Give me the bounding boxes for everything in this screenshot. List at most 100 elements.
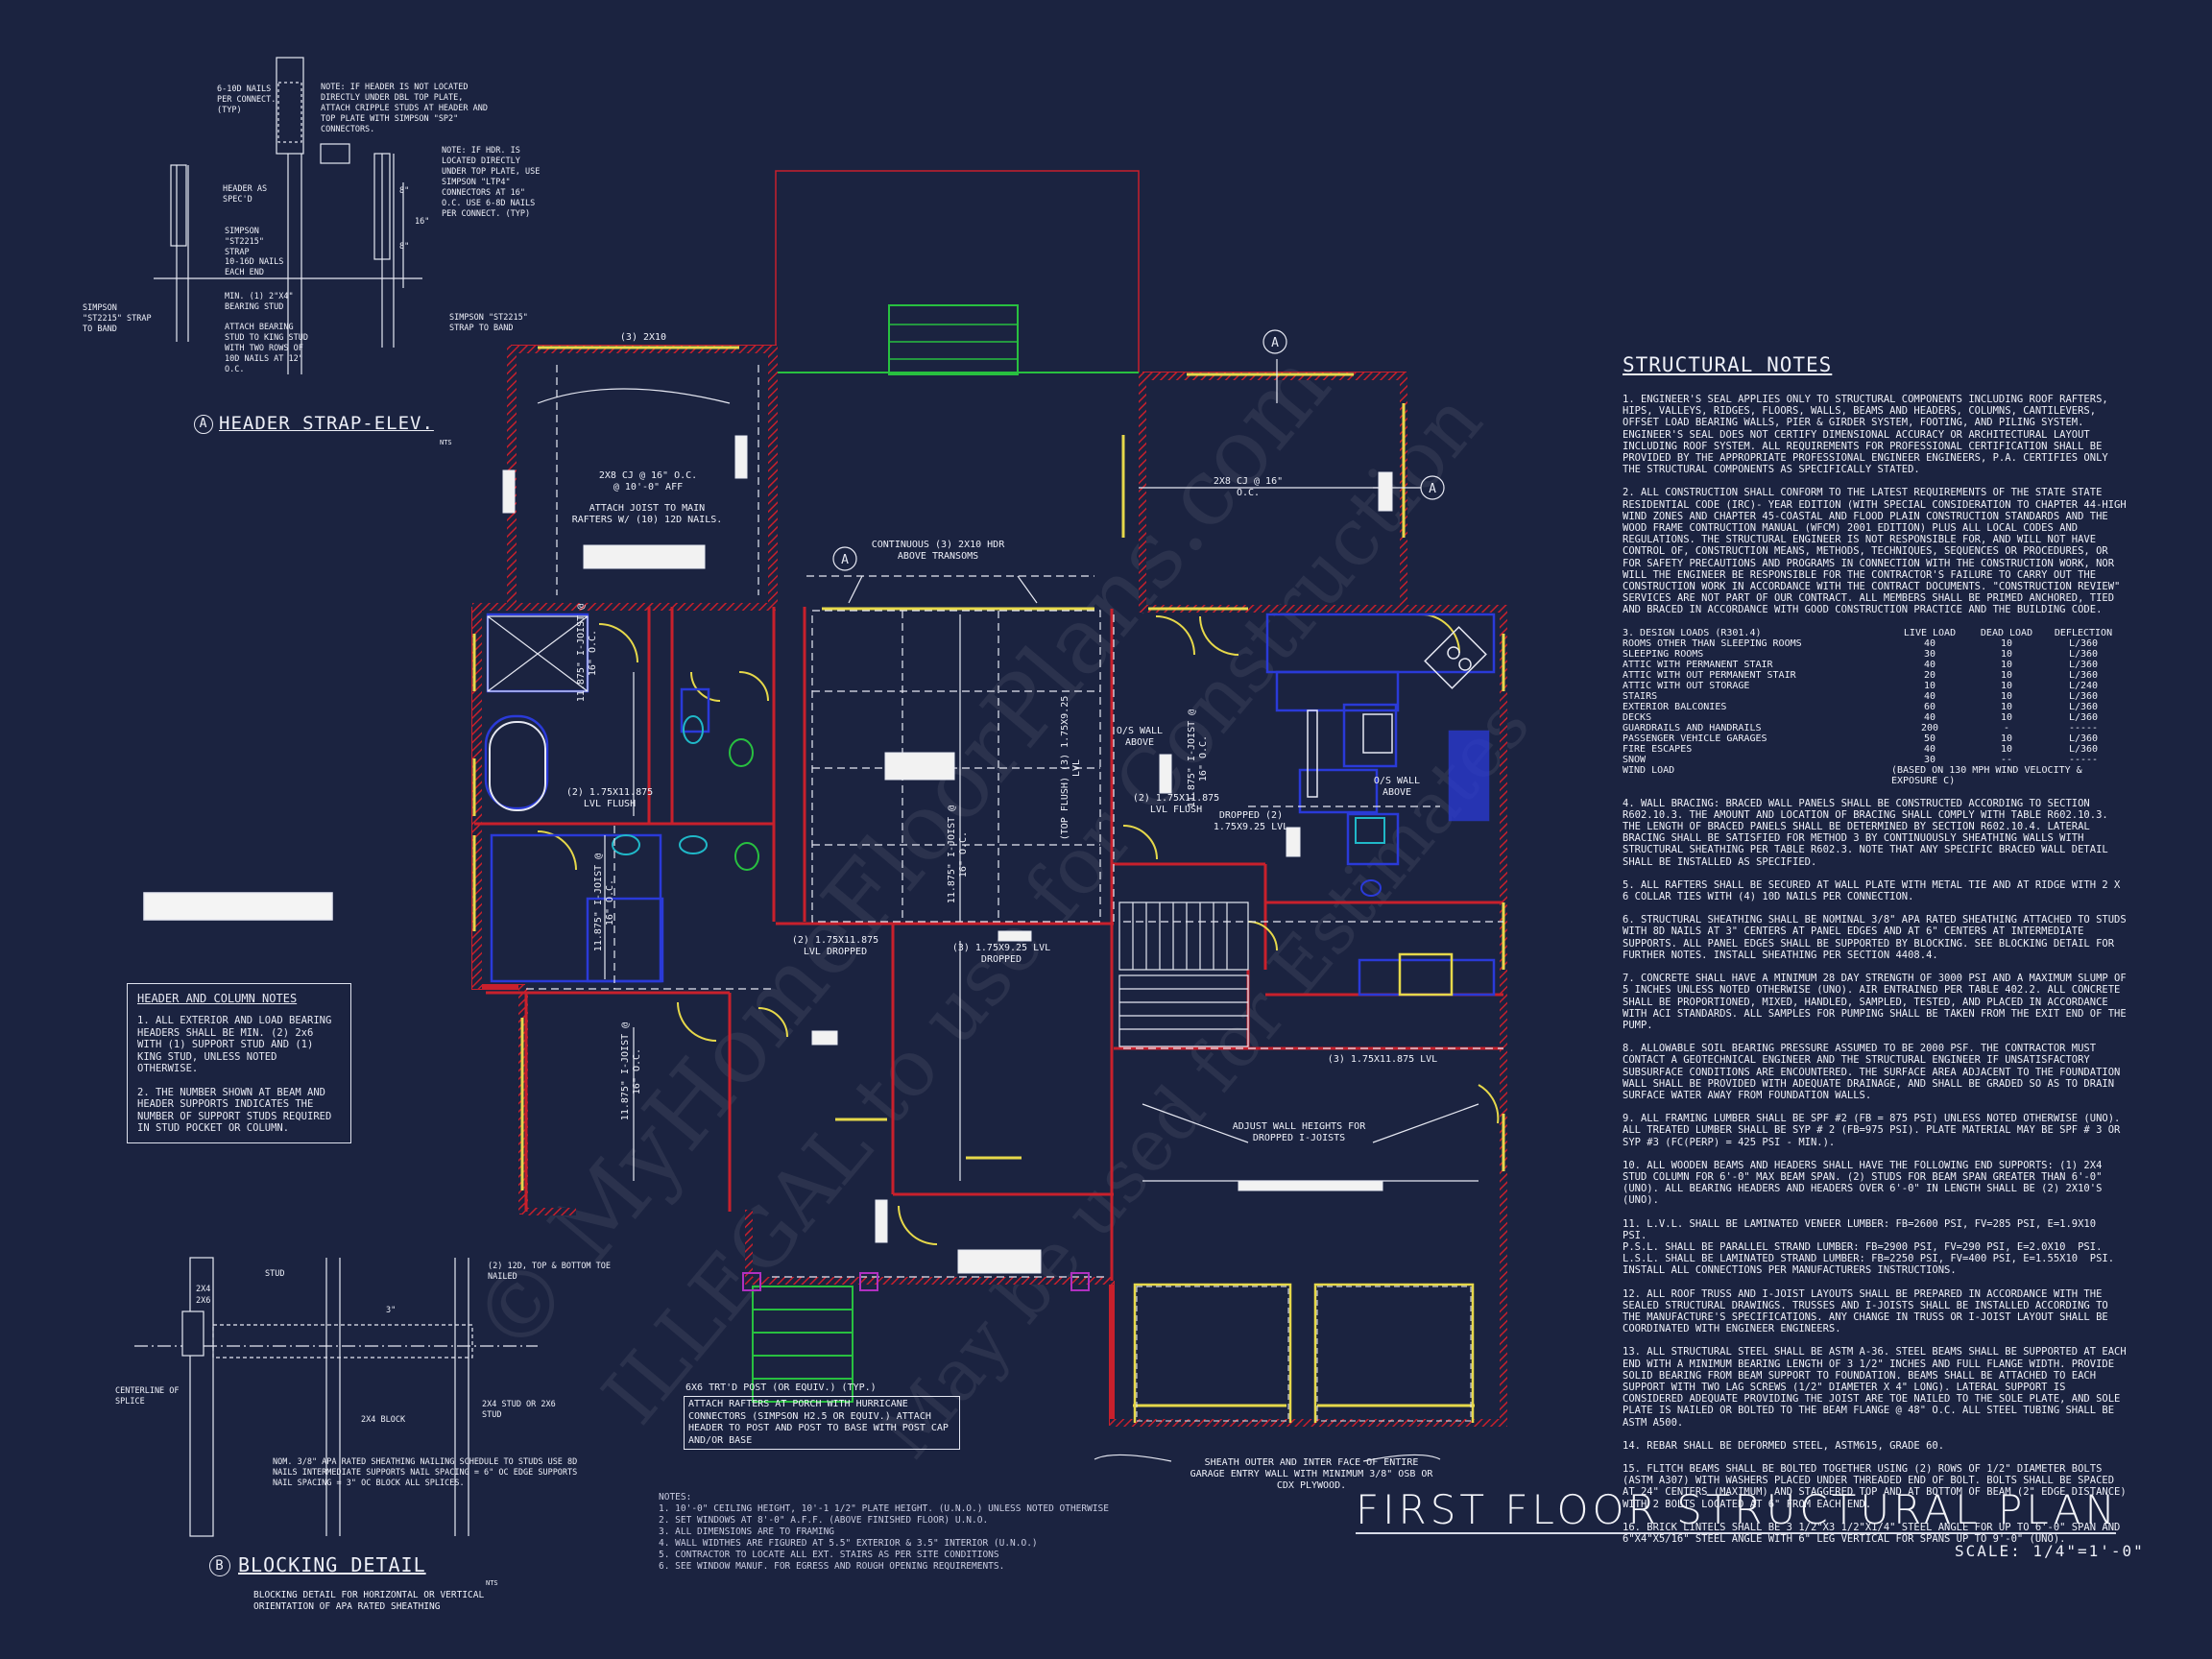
plan-label-cj-right: 2x8 CJ @ 16" O.C. [1213,476,1284,498]
design-load-value: 10 [2000,711,2013,723]
design-load-label: SNOW [1623,754,1647,765]
header-column-note-1: 1. ALL EXTERIOR AND LOAD BEARING HEADERS… [137,1015,332,1074]
header-detail-scale: NTS [440,439,452,446]
design-load-value: 200 [1920,722,1939,733]
blocking-detail-scale: NTS [486,1579,498,1587]
blocking-detail-title-text: BLOCKING DETAIL [238,1553,426,1576]
design-load-value: 10 [2000,637,2013,649]
design-load-value: 40 [1923,637,1936,649]
design-loads-table: 3. DESIGN LOADS (R301.4) LIVE LOAD DEAD … [1623,628,2122,786]
rear-deck [775,170,1140,375]
blocking-callout-2x4: 2x4 [196,1285,211,1294]
plan-label-lvl-dropped-b: (3) 1.75x9.25 LVL DROPPED [951,943,1051,965]
design-load-label: ROOMS OTHER THAN SLEEPING ROOMS [1623,637,1802,649]
header-callout-strap-band-left: SIMPSON "ST2215" STRAP TO BAND [83,303,152,334]
structural-note-14: 14. REBAR SHALL BE DEFORMED STEEL, ASTM6… [1623,1439,1945,1452]
plan-title: FIRST FLOOR STRUCTURAL PLAN [1356,1486,2119,1533]
design-load-value: L/360 [2068,690,2099,702]
porch-posts [742,1272,1090,1291]
design-load-value: 40 [1923,690,1936,702]
header-dim-1: 8" [399,186,410,196]
design-load-label: ATTIC WITH OUT PERMANENT STAIR [1623,669,1796,681]
general-note-5: 5. CONTRACTOR TO LOCATE ALL EXT. STAIRS … [659,1550,999,1560]
plan-label-hdr-2x10: (3) 2x10 [619,332,667,343]
blocking-detail-subtitle: BLOCKING DETAIL FOR HORIZONTAL OR VERTIC… [253,1590,485,1612]
plan-label-joist-center: 11.875" I-JOIST @ 16" O.C. [947,805,969,904]
design-load-value: 10 [1923,680,1936,691]
design-load-value: -- [2000,754,2013,765]
shower [487,615,589,692]
design-load-value: ----- [2068,754,2099,765]
blocking-callout-centerline: CENTERLINE OF SPLICE [115,1386,180,1407]
general-note-4: 4. WALL WIDTHES ARE FIGURED AT 5.5" EXTE… [659,1538,1038,1549]
design-load-value: L/240 [2068,680,2099,691]
general-note-3: 3. ALL DIMENSIONS ARE TO FRAMING [659,1527,835,1537]
structural-note-8: 8. ALLOWABLE SOIL BEARING PRESSURE ASSUM… [1623,1043,2127,1101]
stairs [1118,902,1249,1047]
wind-load-row: WIND LOAD (BASED ON 130 MPH WIND VELOCIT… [1623,765,2122,786]
section-markers: A A A [841,336,1436,567]
blocking-callout-nails: (2) 12d, TOP & BOTTOM TOE NAILED [488,1262,611,1282]
interior-walls [474,607,1503,1281]
header-strap-graphic [154,57,422,374]
header-detail-letter: A [194,415,213,434]
design-load-value: 10 [2000,648,2013,660]
structural-notes-title: STRUCTURAL NOTES [1623,353,1833,376]
design-load-value: - [2003,722,2010,733]
design-load-value: 30 [1923,754,1936,765]
svg-text:A: A [841,553,849,567]
svg-text:A: A [1271,336,1279,350]
design-loads-header: 3. DESIGN LOADS (R301.4) LIVE LOAD DEAD … [1623,628,2122,638]
plan-label-joist-bedroom: 11.875" I-JOIST @ 16" O.C. [620,1022,642,1121]
bathtub [489,721,546,811]
general-note-6: 6. SEE WINDOW MANUF. FOR EGRESS AND ROUG… [659,1561,1005,1572]
plan-label-os-wall-1: O/S WALL ABOVE [1116,726,1164,748]
plan-label-adjust-wall: ADJUST WALL HEIGHTS FOR DROPPED I-JOISTS [1232,1121,1366,1143]
header-dim-2: 16" [415,217,430,227]
header-callout-header: HEADER AS SPEC'D [223,184,268,204]
design-load-label: GUARDRAILS AND HANDRAILS [1623,722,1762,733]
plan-label-sheath-note: SHEATH OUTER AND INTER FACE OF ENTIRE GA… [1190,1457,1433,1491]
design-load-value: 10 [2000,701,2013,712]
header-dim-3: 8" [399,242,410,252]
plumbing-fixtures [612,715,1385,897]
design-load-value: 40 [1923,711,1936,723]
plan-scale: SCALE: 1/4"=1'-0" [1955,1542,2145,1560]
blank-placard [143,892,333,921]
design-load-label: FIRE ESCAPES [1623,743,1693,755]
structural-note-16: 16. BRICK LINTELS SHALL BE 3 1/2"x3 1/2"… [1623,1521,2127,1546]
design-load-value: 40 [1923,743,1936,755]
plan-title-rule [1356,1532,2116,1534]
design-load-value: 60 [1923,701,1936,712]
design-load-label: EXTERIOR BALCONIES [1623,701,1727,712]
design-loads-title: 3. DESIGN LOADS (R301.4) [1623,627,1762,638]
design-load-value: 30 [1923,648,1936,660]
blocking-callout-sheathing: NOM. 3/8" APA RATED SHEATHING NAILING SC… [273,1457,578,1488]
header-detail-title-text: HEADER STRAP-ELEV. [219,413,434,434]
plan-label-dropped-right: DROPPED (2) 1.75x9.25 LVL [1213,810,1289,832]
design-load-label: ATTIC WITH PERMANENT STAIR [1623,659,1773,670]
garage-doors-outline [1136,1286,1472,1422]
windows [472,346,1505,1407]
garage-doors [1133,1283,1475,1423]
design-load-value: ----- [2068,722,2099,733]
general-notes-title: NOTES: [659,1492,692,1503]
structural-note-6: 6. STRUCTURAL SHEATHING SHALL BE NOMINAL… [1623,914,2133,961]
design-load-value: L/360 [2068,711,2099,723]
header-callout-nails-end: 10-16d NAILS EACH END [225,257,284,277]
design-load-value: L/360 [2068,743,2099,755]
design-load-value: 20 [1923,669,1936,681]
fixtures [484,613,1496,997]
structural-note-5: 5. ALL RAFTERS SHALL BE SECURED AT WALL … [1623,878,2127,903]
plan-label-porch-post: 6x6 TRT'D POST (OR EQUIV.) (TYP.) [685,1382,877,1393]
design-load-label: STAIRS [1623,690,1658,702]
design-load-value: 10 [2000,669,2013,681]
header-column-note-2: 2. THE NUMBER SHOWN AT BEAM AND HEADER S… [137,1086,332,1135]
design-load-value: L/360 [2068,648,2099,660]
